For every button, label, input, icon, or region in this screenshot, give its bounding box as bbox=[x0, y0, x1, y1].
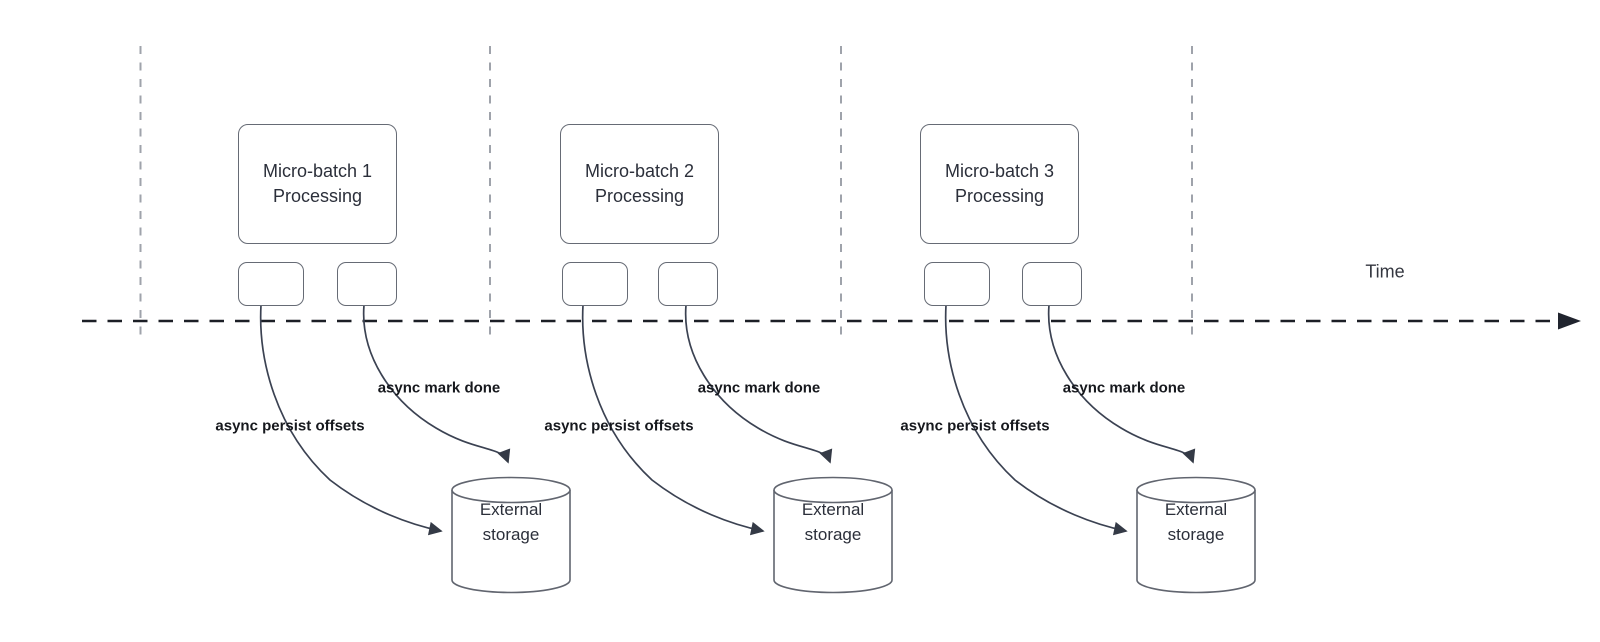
storage-cylinder-body-2 bbox=[773, 490, 893, 594]
persist-offsets-arrow-1 bbox=[259, 304, 443, 536]
micro-batch-1-process-label: Micro-batch 1 Processing bbox=[262, 161, 373, 206]
micro-batch-2-offset-task-box bbox=[562, 262, 628, 306]
micro-batch-3-offset-task-box bbox=[924, 262, 990, 306]
persist-offsets-arrow-3 bbox=[944, 304, 1128, 536]
mark-done-arrow-2 bbox=[684, 304, 833, 464]
mark-done-arrow-1 bbox=[362, 304, 511, 464]
micro-batch-1-done-task-box bbox=[337, 262, 397, 306]
micro-batch-3-done-task-box bbox=[1022, 262, 1082, 306]
storage-cylinder-body-3 bbox=[1136, 490, 1256, 594]
mark-done-label-1: async mark done bbox=[377, 379, 501, 397]
micro-batch-2-process-label: Micro-batch 2 Processing bbox=[584, 161, 695, 206]
persist-offsets-arrow-2 bbox=[581, 304, 765, 536]
time-axis-label: Time bbox=[1365, 261, 1405, 282]
storage-cylinder-top-3 bbox=[1136, 476, 1256, 504]
micro-batch-1-process-box: Micro-batch 1 Processing bbox=[238, 124, 397, 244]
micro-batch-2-process-box: Micro-batch 2 Processing bbox=[560, 124, 719, 244]
storage-cylinder-top-1 bbox=[451, 476, 571, 504]
external-storage-label-1: External storage bbox=[479, 500, 543, 544]
mark-done-arrow-3 bbox=[1047, 304, 1196, 464]
external-storage-label-3: External storage bbox=[1164, 500, 1228, 544]
micro-batch-3-process-box: Micro-batch 3 Processing bbox=[920, 124, 1079, 244]
storage-cylinder-top-2 bbox=[773, 476, 893, 504]
persist-offsets-label-3: async persist offsets bbox=[900, 417, 1050, 435]
storage-cylinder-body-1 bbox=[451, 490, 571, 594]
micro-batch-2-done-task-box bbox=[658, 262, 718, 306]
persist-offsets-label-1: async persist offsets bbox=[215, 417, 365, 435]
micro-batch-1-offset-task-box bbox=[238, 262, 304, 306]
mark-done-label-3: async mark done bbox=[1062, 379, 1186, 397]
mark-done-label-2: async mark done bbox=[697, 379, 821, 397]
persist-offsets-label-2: async persist offsets bbox=[544, 417, 694, 435]
micro-batch-3-process-label: Micro-batch 3 Processing bbox=[944, 161, 1055, 206]
external-storage-label-2: External storage bbox=[801, 500, 865, 544]
time-axis-arrowhead bbox=[1558, 312, 1581, 330]
